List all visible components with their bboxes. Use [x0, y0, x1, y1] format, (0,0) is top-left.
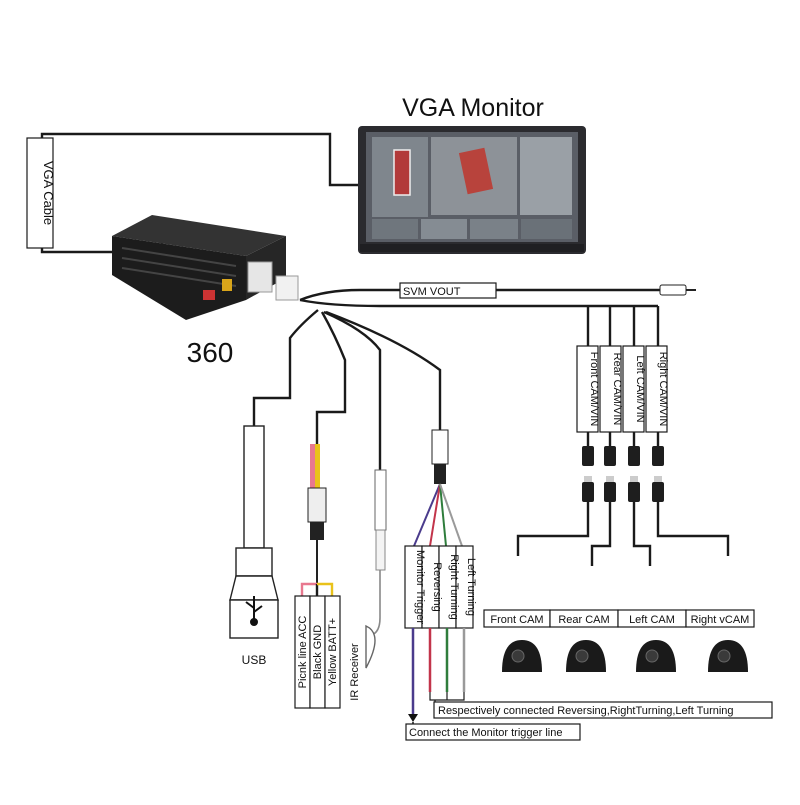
power-label-gnd: Black GND	[312, 625, 324, 679]
trigger-fan-right	[439, 483, 447, 547]
ir-receiver	[365, 469, 387, 669]
camera-label-right: Right vCAM	[691, 614, 750, 626]
cam-vin-label-1: Front CAM/VIN	[576, 345, 600, 433]
trigger-fan-left	[439, 483, 463, 547]
front-cam-route	[516, 502, 590, 556]
svm-vout-label: SVM VOUT	[403, 286, 461, 298]
aviation-connectors-male	[582, 476, 664, 502]
power-split-wires	[300, 582, 317, 596]
power-label-acc: Picnk line ACC	[297, 616, 309, 689]
trigger-fan-out	[413, 483, 441, 547]
monitor-title: VGA Monitor	[402, 94, 544, 122]
note-reversing: Respectively connected Reversing,RightTu…	[438, 705, 734, 717]
cam-vin-text-3: Left CAM/VIN	[634, 355, 646, 422]
usb-icon	[245, 596, 263, 626]
monitor-arrow	[408, 714, 418, 722]
camera-label-rear: Rear CAM	[558, 614, 609, 626]
cam-vin-label-2: Rear CAM/VIN	[599, 345, 623, 433]
vga-cable-label: VGA Cable	[41, 161, 56, 225]
usb-wire	[252, 309, 319, 426]
ir-wire	[323, 310, 382, 470]
right-camera-icon	[708, 640, 748, 672]
rear-camera-icon	[566, 640, 606, 672]
trigger-label-box: Monitor Trigger Reversing Right Turning …	[404, 545, 477, 629]
svm-vout-label-box: SVM VOUT	[399, 282, 497, 299]
svm-vout-wire	[299, 288, 660, 302]
trigger-wire	[325, 310, 442, 430]
aviation-connectors-female	[582, 432, 664, 466]
front-camera-icon	[502, 640, 542, 672]
camera-label-row: Front CAM Rear CAM Left CAM Right vCAM	[483, 609, 755, 628]
cam-vin-text-2: Rear CAM/VIN	[611, 353, 623, 426]
cam-vin-label-3: Left CAM/VIN	[622, 345, 646, 433]
power-batt-wire	[317, 582, 334, 596]
vga-cable-label-box: VGA Cable	[26, 137, 56, 249]
rca-plug-icon	[659, 284, 696, 296]
vga-monitor	[358, 126, 586, 254]
left-camera-icon	[636, 640, 676, 672]
power-harness	[307, 444, 327, 584]
trigger-label-monitor: Monitor Trigger	[414, 550, 426, 624]
svm-360-device	[112, 215, 299, 320]
usb-label: USB	[242, 653, 267, 667]
monitor-view-right	[520, 137, 572, 215]
device-label: 360	[187, 337, 234, 368]
camera-label-front: Front CAM	[490, 614, 543, 626]
trigger-connector	[431, 429, 449, 484]
trigger-fan-reverse	[429, 483, 441, 547]
rear-cam-route	[590, 502, 612, 566]
cam-vin-text-4: Right CAM/VIN	[657, 352, 669, 427]
ir-receiver-label: IR Receiver	[349, 643, 361, 701]
note-monitor: Connect the Monitor trigger line	[409, 727, 562, 739]
trigger-label-reversing: Reversing	[431, 562, 443, 612]
trigger-label-right: Right Turning	[448, 554, 460, 619]
right-cam-route	[656, 502, 730, 556]
power-label-batt: Yellow BATT+	[327, 618, 339, 686]
camera-trunk-wire	[299, 298, 658, 308]
cam-vin-text-1: Front CAM/VIN	[588, 352, 600, 427]
power-wire	[315, 311, 347, 444]
power-label-box: Picnk line ACC Black GND Yellow BATT+	[294, 595, 341, 709]
vga-cable-wire	[40, 132, 358, 187]
cam-vin-label-4: Right CAM/VIN	[645, 345, 669, 433]
trigger-label-left: Left Turning	[465, 558, 477, 616]
camera-label-left: Left CAM	[629, 614, 675, 626]
note-monitor-box	[405, 723, 581, 741]
left-cam-route	[632, 502, 652, 566]
note-reversing-box	[433, 701, 773, 719]
